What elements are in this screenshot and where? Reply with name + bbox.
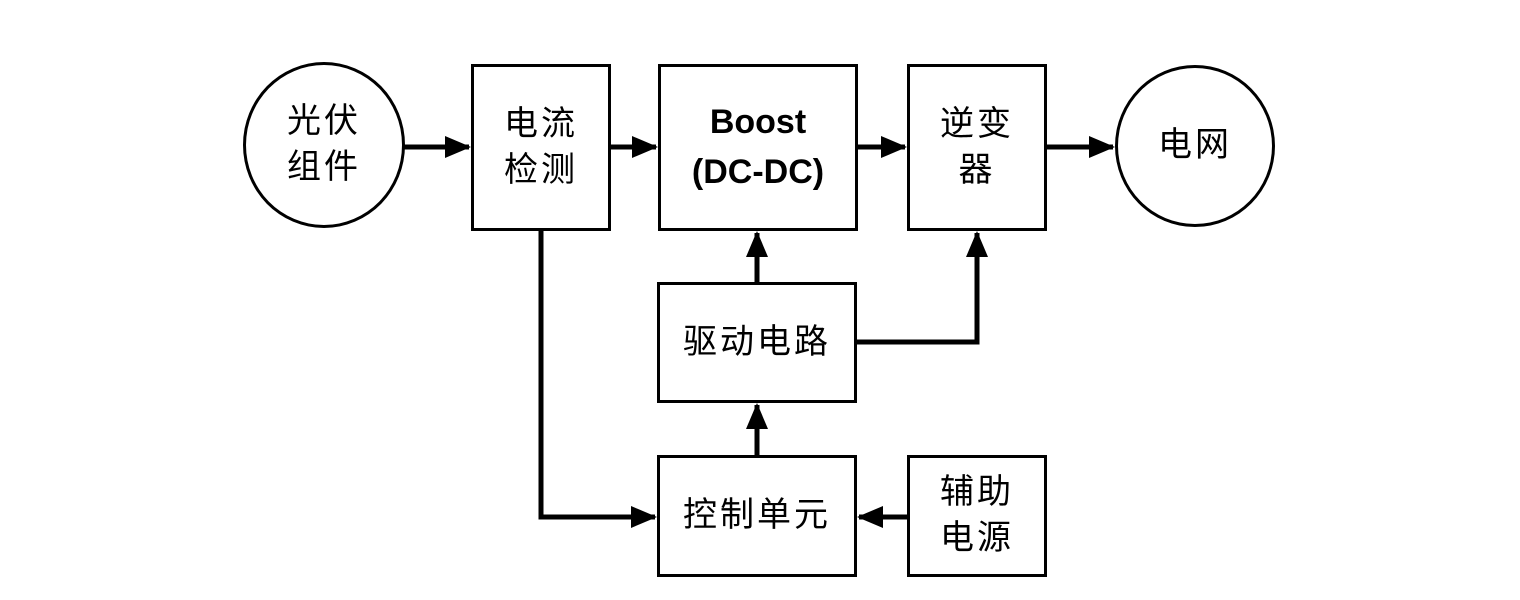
node-boost-label-line2: (DC-DC)	[691, 152, 825, 191]
connector-driver-to-inverter	[857, 231, 988, 345]
connector-current-to-control	[538, 231, 657, 528]
node-control-unit-label: 控制单元	[683, 495, 831, 536]
node-inverter-label-line1: 逆变	[940, 103, 1014, 144]
node-boost-label-line1: Boost	[709, 103, 807, 142]
node-current-sense: 电流 检测	[471, 64, 611, 231]
node-aux-power: 辅助 电源	[907, 455, 1047, 577]
node-pv-module: 光伏 组件	[243, 62, 405, 228]
node-grid: 电网	[1115, 65, 1275, 227]
node-aux-power-label-line2: 电源	[940, 518, 1014, 558]
node-aux-power-label-line1: 辅助	[940, 472, 1014, 513]
node-pv-module-label-line1: 光伏	[287, 101, 361, 142]
node-current-sense-label-line2: 检测	[504, 149, 578, 190]
node-inverter-label-line2: 器	[958, 149, 996, 190]
node-drive-circuit-label: 驱动电路	[683, 321, 831, 362]
node-grid-label: 电网	[1158, 125, 1232, 166]
node-pv-module-label-line2: 组件	[287, 147, 361, 187]
node-control-unit: 控制单元	[657, 455, 857, 577]
node-inverter: 逆变 器	[907, 64, 1047, 231]
node-drive-circuit: 驱动电路	[657, 282, 857, 403]
node-boost-converter: Boost (DC-DC)	[658, 64, 858, 231]
node-current-sense-label-line1: 电流	[504, 103, 578, 144]
